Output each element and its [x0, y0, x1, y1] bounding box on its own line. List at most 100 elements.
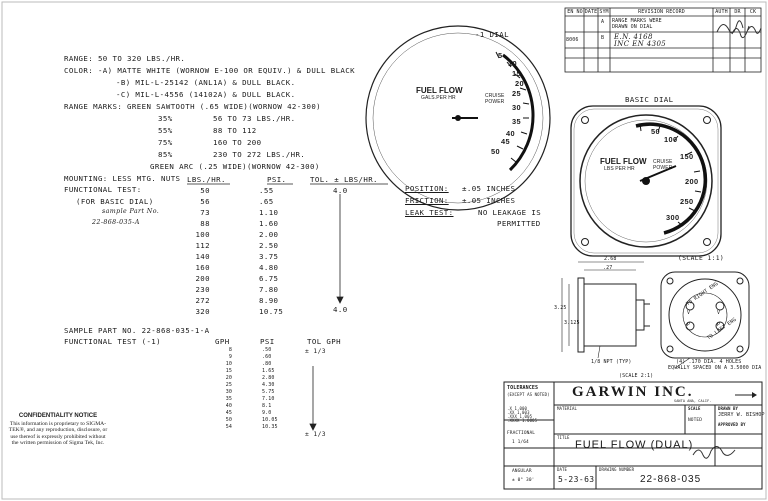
test-leak-value: NO LEAKAGE IS	[478, 208, 542, 217]
basic-dial-tick: 200	[685, 177, 699, 186]
sample2-gph: 8	[228, 347, 232, 353]
rev-header: DR	[734, 9, 741, 15]
dial1-power: POWER	[485, 99, 505, 105]
sample2-psi: .80	[262, 361, 272, 367]
confidentiality-body: This information is proprietary to SIGMA…	[8, 420, 108, 447]
dial1-tick: 5	[498, 51, 503, 60]
tb-scale-value: NOTED	[688, 418, 703, 423]
sample2-psi: .60	[262, 354, 272, 360]
table-cell-lbs: 200	[195, 274, 210, 283]
sawtooth-val: 160 TO 200	[213, 138, 262, 147]
tb-scale-label: SCALE	[688, 406, 701, 411]
table-cell-psi: 2.00	[259, 230, 279, 239]
dial1-caption: -1 DIAL	[475, 30, 509, 39]
side-view-graphic	[561, 261, 650, 359]
table-cell-psi: 1.60	[259, 219, 279, 228]
rev-b-text-2: INC EN 4305	[614, 40, 667, 48]
dial1-tick: 10	[508, 59, 518, 68]
dial1-cruise: CRUISE	[485, 93, 505, 99]
table-cell-lbs: 88	[200, 219, 210, 228]
sawtooth-pct: 35%	[158, 114, 173, 123]
col-lbs-header: LBS./HR.	[187, 175, 226, 184]
rev-header: CK	[749, 9, 757, 15]
rear-view-graphic	[660, 271, 750, 369]
spec-basic-dial-note: (FOR BASIC DIAL)	[76, 197, 154, 206]
sample2-col-tol: TOL GPH	[307, 337, 341, 346]
sample2-gph: 50	[225, 417, 232, 423]
spec-functional-test: FUNCTIONAL TEST:	[64, 185, 142, 194]
spec-sample-part: 22-868-035-A	[92, 219, 140, 226]
side-view-scale: (SCALE 2:1)	[619, 373, 654, 379]
basic-dial-scale: (SCALE 1:1)	[678, 255, 725, 262]
tb-angular: ANGULAR	[512, 469, 532, 474]
sample2-psi: 1.65	[262, 368, 275, 374]
tb-date: 5-23-63	[558, 475, 595, 484]
col-tol-header: TOL. ± LBS/HR.	[310, 175, 378, 184]
port-label: P	[687, 322, 691, 328]
table-cell-lbs: 272	[195, 296, 210, 305]
table-cell-lbs: 73	[200, 208, 210, 217]
sample2-psi: .50	[262, 347, 272, 353]
table-cell-lbs: 320	[195, 307, 210, 316]
spec-table-lines	[187, 183, 388, 304]
dial1-tick: 20	[515, 79, 525, 88]
basic-dial-tick: 250	[680, 197, 694, 206]
dim-3-125: 3.125	[564, 320, 580, 326]
table-cell-psi: 1.10	[259, 208, 279, 217]
sample2-gph: 40	[225, 403, 232, 409]
test-position-label: POSITION:	[405, 184, 449, 193]
basic-dial-caption: BASIC DIAL	[625, 95, 674, 104]
table-cell-psi: 6.75	[259, 274, 279, 283]
table-cell-lbs: 112	[195, 241, 210, 250]
table-cell-lbs: 140	[195, 252, 210, 261]
port-label: V	[717, 310, 721, 316]
spec-color-a: COLOR: -A) MATTE WHITE (WORNOW E-100 OR …	[64, 66, 355, 75]
table-cell-psi: 10.75	[259, 307, 284, 316]
tb-tol-row: .XXX 1.005	[507, 414, 533, 419]
table-cell-psi: 2.50	[259, 241, 279, 250]
dim-27: .27	[603, 265, 613, 271]
tb-material-label: MATERIAL	[557, 406, 578, 411]
tol-top: 4.0	[333, 186, 348, 195]
tb-title-label: TITLE	[557, 435, 570, 440]
dim-2-68: 2.68	[604, 256, 617, 262]
rev-a-text: RANGE MARKS WERE	[612, 18, 662, 24]
sample2-gph: 45	[225, 410, 232, 416]
sample2-tol-bottom: ± 1/3	[305, 431, 326, 438]
test-position-value: ±.05 INCHES	[462, 184, 516, 193]
basic-dial-graphic	[570, 105, 722, 257]
sample2-psi: 4.30	[262, 382, 275, 388]
revision-block-lines	[564, 7, 762, 73]
sample2-psi: 9.0	[262, 410, 272, 416]
test-friction-label: FRICTION:	[405, 196, 449, 205]
table-cell-psi: 4.80	[259, 263, 279, 272]
rev-a-text-2: DRAWN ON DIAL	[612, 24, 653, 30]
sample2-psi: 10.35	[262, 424, 278, 430]
sample2-gph: 54	[225, 424, 232, 430]
test-leak-label: LEAK TEST:	[405, 208, 454, 217]
sample2-gph: 20	[225, 375, 232, 381]
confidentiality-notice: CONFIDENTIALITY NOTICE This information …	[8, 413, 108, 447]
rev-header: DATE	[584, 9, 598, 15]
table-cell-lbs: 100	[195, 230, 210, 239]
signature-dr	[731, 25, 750, 39]
signature-ck	[747, 26, 762, 34]
basic-dial-face-title: FUEL FLOW	[600, 157, 647, 166]
sample2-col-psi: PSI	[260, 337, 275, 346]
dial1-face-title: FUEL FLOW	[416, 86, 463, 95]
table-cell-psi: .55	[259, 186, 274, 195]
dial1-tick: 45	[501, 137, 511, 146]
confidentiality-title: CONFIDENTIALITY NOTICE	[18, 413, 98, 419]
tb-tol-row: .XX 1.003	[507, 410, 530, 415]
col-psi-header: PSI.	[267, 175, 287, 184]
tb-company-sub: SANTA ANA, CALIF.	[674, 399, 712, 403]
spec-sample-note: sample Part No.	[102, 208, 160, 215]
port-label: P	[717, 322, 721, 328]
sample2-gph: 25	[225, 382, 232, 388]
sample2-psi: 2.80	[262, 375, 275, 381]
sample2-gph: 15	[225, 368, 232, 374]
spec-range: RANGE: 50 TO 320 LBS./HR.	[64, 54, 186, 63]
test-friction-value: ±.05 INCHES	[462, 196, 516, 205]
table-cell-lbs: 56	[200, 197, 210, 206]
sample2-col-gph: GPH	[215, 337, 230, 346]
